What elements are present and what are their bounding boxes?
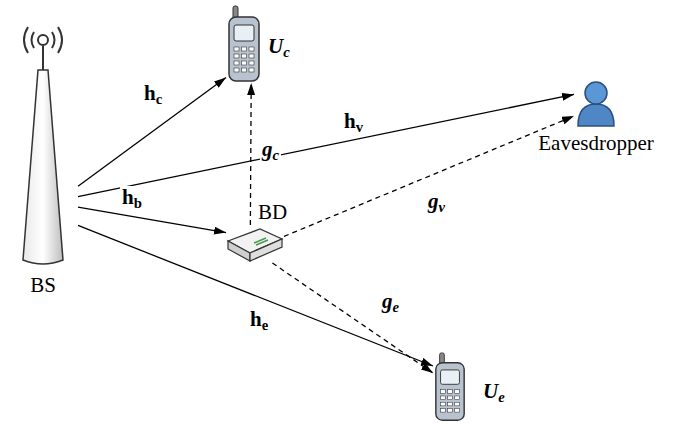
backscatter-link (284, 116, 574, 236)
user-device: Ue (433, 352, 467, 422)
direct-link (78, 225, 433, 366)
phone-icon (433, 352, 467, 422)
backscatter-link (250, 83, 252, 225)
direct-link (78, 94, 574, 196)
node-label: BD (258, 201, 287, 224)
channel-label: gc (260, 138, 281, 161)
backscatter-link (272, 263, 433, 373)
channel-label: hv (342, 110, 365, 133)
node-label: Eavesdropper (538, 132, 653, 155)
person-icon (574, 80, 618, 128)
direct-link (78, 207, 226, 232)
backscatter-device: BD (226, 225, 284, 263)
channel-label: ge (380, 290, 401, 313)
node-label: Ue (483, 380, 505, 403)
base-station-icon (8, 8, 78, 270)
channel-label: he (248, 308, 270, 331)
base-station: BS (8, 8, 78, 270)
channel-label: hb (120, 186, 144, 209)
node-label: BS (30, 274, 56, 297)
channel-label: gv (426, 190, 447, 213)
node-label: Uc (268, 35, 290, 58)
user-device: Uc (226, 5, 262, 83)
backscatter-device-icon (226, 225, 284, 263)
direct-link (78, 78, 226, 187)
phone-icon (226, 5, 262, 83)
channel-label: hc (142, 82, 164, 105)
eavesdropper: Eavesdropper (574, 80, 618, 128)
